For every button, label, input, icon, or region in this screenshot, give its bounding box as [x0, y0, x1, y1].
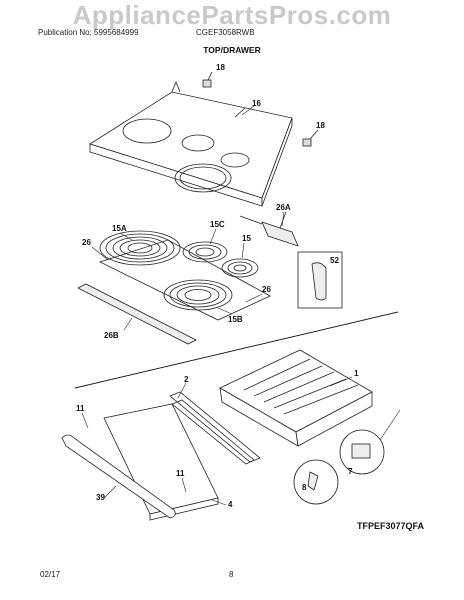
- leader-lines: [81, 105, 401, 506]
- callout-16: 16: [252, 99, 261, 108]
- callout-15c: 15C: [210, 220, 225, 229]
- watermark: AppliancePartsPros.com: [72, 0, 392, 30]
- callout-11-bottom: 11: [176, 469, 185, 478]
- callout-26a: 26A: [276, 203, 291, 212]
- model-number: CGEF3058RWB: [196, 28, 255, 37]
- callout-26-right: 26: [262, 285, 271, 294]
- footer-date: 02/17: [40, 570, 61, 579]
- callout-15b: 15B: [228, 315, 243, 324]
- drawer-box: [219, 349, 373, 447]
- callout-11-left: 11: [76, 404, 85, 413]
- footer-page-number: 8: [229, 570, 234, 579]
- inset-circle-7: [339, 429, 385, 475]
- drawer-inner-panel: [169, 391, 261, 465]
- callout-18-right: 18: [316, 121, 325, 130]
- clip-18-left: [202, 71, 213, 88]
- callout-15: 15: [242, 234, 251, 243]
- figure-code: TFPEF3077QFA: [356, 521, 424, 531]
- callout-18-left: 18: [216, 63, 225, 72]
- callout-26-left: 26: [82, 238, 91, 247]
- inset-box-52: [297, 251, 343, 309]
- cooktop-glass: [89, 80, 293, 207]
- publication-number: Publication No: 5995684999: [38, 28, 139, 37]
- callout-8: 8: [302, 483, 307, 492]
- heating-elements: [98, 230, 271, 321]
- section-title: TOP/DRAWER: [203, 45, 261, 55]
- callout-2: 2: [184, 375, 189, 384]
- inset-circle-8: [293, 459, 339, 505]
- callout-7: 7: [348, 467, 353, 476]
- callout-15a: 15A: [112, 224, 127, 233]
- drawer-handle: [61, 434, 176, 519]
- callout-39: 39: [96, 493, 105, 502]
- callout-26b: 26B: [104, 331, 119, 340]
- element-bracket-strip: [77, 283, 197, 345]
- callout-4: 4: [228, 500, 233, 509]
- callout-1: 1: [354, 369, 359, 378]
- callout-52: 52: [330, 256, 339, 265]
- clip-18-right: [302, 129, 319, 147]
